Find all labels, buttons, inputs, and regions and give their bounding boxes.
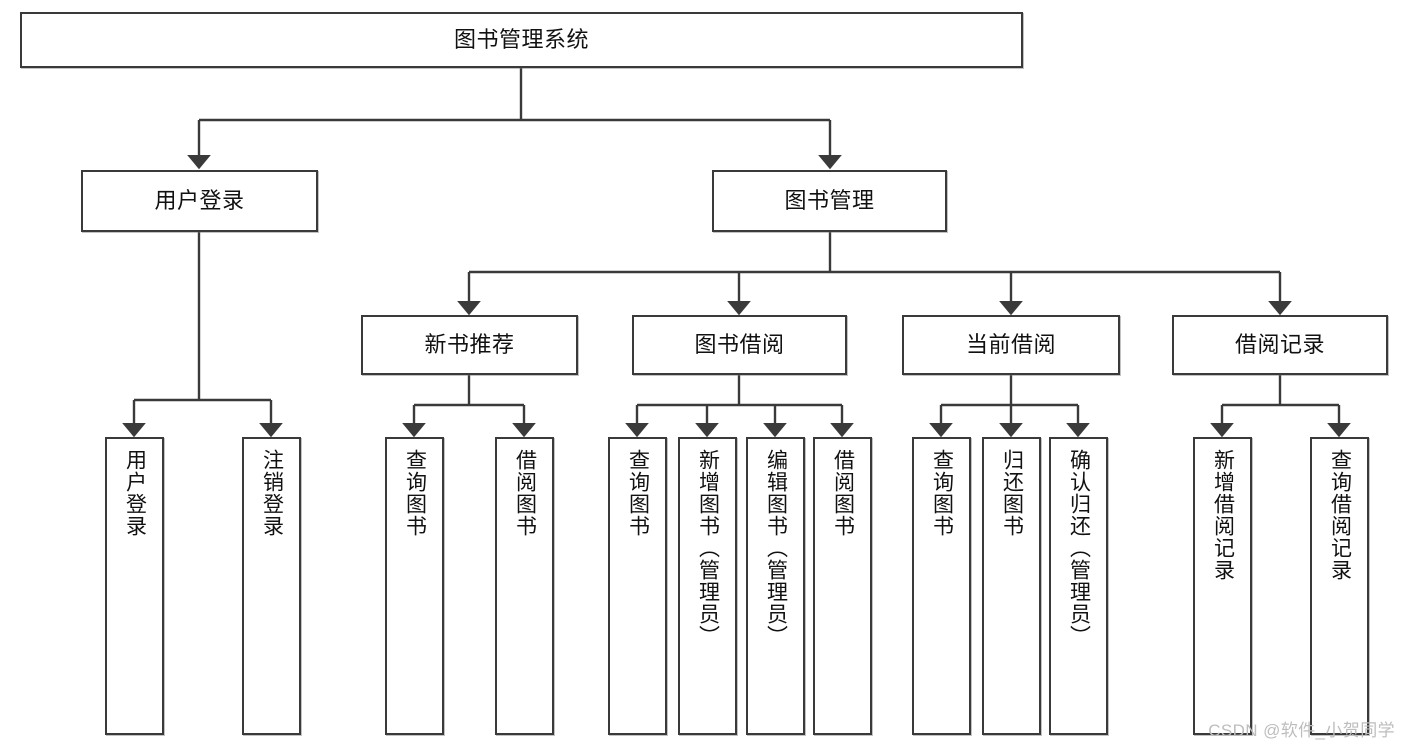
node-label: 查询借阅记录 [1328,449,1352,581]
node-user-login[interactable]: 用户登录 [81,170,318,232]
leaf-user-login[interactable]: 用户登录 [105,437,164,735]
leaf-borrow-edit-book-admin[interactable]: 编辑图书（管理员） [746,437,805,735]
node-label: 新增图书（管理员） [696,449,720,647]
leaf-current-confirm-return-admin[interactable]: 确认归还（管理员） [1049,437,1108,735]
node-current-borrow[interactable]: 当前借阅 [902,315,1120,375]
leaf-current-return-book[interactable]: 归还图书 [982,437,1041,735]
leaf-borrow-query-book[interactable]: 查询图书 [608,437,667,735]
node-label: 用户登录 [154,187,245,213]
node-label: 注销登录 [260,449,284,537]
node-label: 用户登录 [123,449,147,537]
leaf-current-query-book[interactable]: 查询图书 [912,437,971,735]
node-label: 编辑图书（管理员） [764,449,788,647]
node-label: 新增借阅记录 [1211,449,1235,581]
watermark-text: CSDN @软件_小贺同学 [1208,721,1395,740]
node-label: 借阅图书 [831,449,855,537]
node-label: 查询图书 [626,449,650,537]
node-label: 借阅记录 [1234,331,1325,357]
node-label: 图书管理 [784,187,875,213]
node-new-book-recommend[interactable]: 新书推荐 [361,315,578,375]
node-label: 图书借阅 [694,331,785,357]
node-book-management[interactable]: 图书管理 [712,170,947,232]
leaf-borrow-add-book-admin[interactable]: 新增图书（管理员） [678,437,737,735]
leaf-record-add-record[interactable]: 新增借阅记录 [1193,437,1252,735]
node-borrow-record[interactable]: 借阅记录 [1172,315,1388,375]
node-label: 归还图书 [1000,449,1024,537]
node-label: 图书管理系统 [453,26,589,52]
node-label: 查询图书 [930,449,954,537]
leaf-borrow-borrow-book[interactable]: 借阅图书 [813,437,872,735]
node-label: 查询图书 [403,449,427,537]
leaf-record-query-record[interactable]: 查询借阅记录 [1310,437,1369,735]
node-root-system[interactable]: 图书管理系统 [20,12,1023,68]
leaf-recommend-query-book[interactable]: 查询图书 [385,437,444,735]
leaf-user-logout[interactable]: 注销登录 [242,437,301,735]
node-label: 借阅图书 [513,449,537,537]
node-book-borrow[interactable]: 图书借阅 [632,315,847,375]
node-label: 确认归还（管理员） [1067,449,1091,647]
node-label: 当前借阅 [965,331,1056,357]
leaf-recommend-borrow-book[interactable]: 借阅图书 [495,437,554,735]
node-label: 新书推荐 [424,331,515,357]
